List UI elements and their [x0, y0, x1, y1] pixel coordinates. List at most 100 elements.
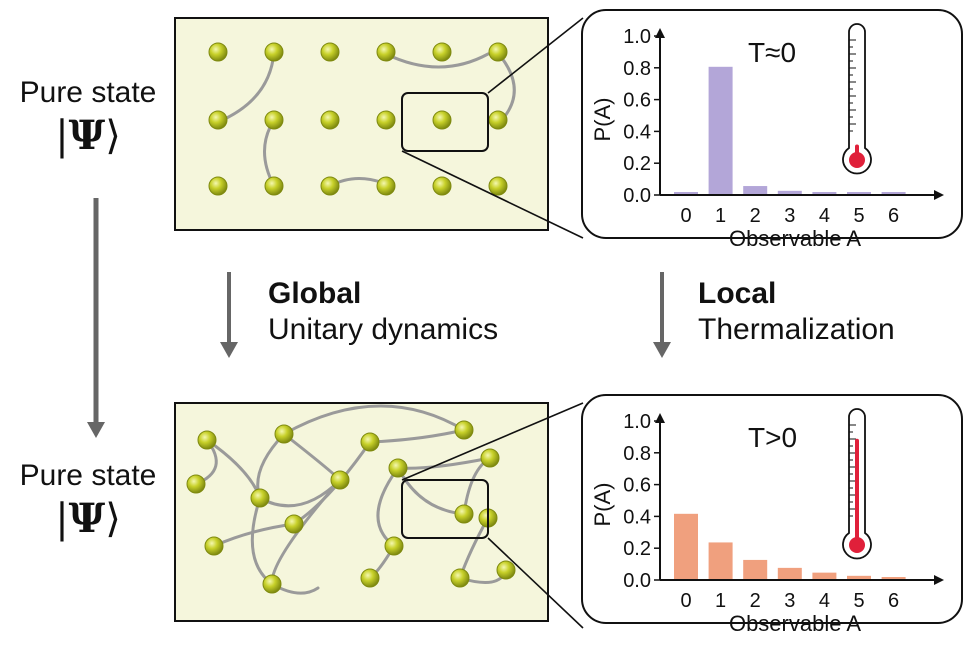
atom: [376, 176, 396, 196]
x-tick-label: 0: [680, 205, 691, 227]
atom: [208, 110, 228, 130]
atom: [488, 110, 508, 130]
atom: [264, 42, 284, 62]
y-tick-label: 1.0: [623, 26, 651, 48]
x-tick-label: 0: [680, 590, 691, 612]
atom: [284, 514, 304, 534]
atom: [264, 176, 284, 196]
atom: [454, 504, 474, 524]
bar-3: [777, 567, 802, 579]
bar-1: [708, 66, 733, 194]
atom: [274, 424, 294, 444]
unitary-dynamics-label: Unitary dynamics: [268, 313, 499, 346]
bar-6: [881, 577, 906, 579]
y-axis-label: P(A): [590, 98, 615, 142]
atom: [320, 42, 340, 62]
atom: [450, 568, 470, 588]
zoom-line: [487, 537, 584, 629]
bar-2: [743, 559, 768, 579]
atom: [320, 176, 340, 196]
atom: [262, 574, 282, 594]
atom: [432, 110, 452, 130]
x-axis-label: Observable A: [729, 226, 861, 251]
x-tick-label: 3: [784, 205, 795, 227]
atom: [208, 176, 228, 196]
zoom-line: [401, 402, 584, 481]
process-arrows: [87, 198, 671, 438]
atom: [376, 42, 396, 62]
temperature-label: T>0: [748, 422, 797, 453]
atom: [186, 474, 206, 494]
atom: [496, 560, 516, 580]
bar-0: [674, 513, 698, 579]
chart-frame: [581, 9, 963, 239]
thermalization-label: Thermalization: [698, 313, 895, 346]
bar-1: [708, 542, 733, 579]
global-dynamics-caption: Global Unitary dynamics: [268, 276, 498, 348]
local-arrow-head: [653, 342, 671, 358]
y-tick-label: 0.8: [623, 443, 651, 465]
ket-close: ⟩: [105, 113, 121, 159]
x-axis-arrowhead: [934, 575, 944, 585]
zoom-line: [487, 17, 584, 94]
y-tick-label: 0.0: [623, 570, 651, 592]
y-tick-label: 0.4: [623, 121, 651, 143]
x-tick-label: 6: [888, 590, 899, 612]
atom: [432, 42, 452, 62]
bottom-zoom-box: [401, 479, 489, 539]
bar-6: [881, 192, 906, 194]
y-tick-label: 0.2: [623, 538, 651, 560]
y-axis-label: P(A): [590, 483, 615, 527]
temperature-label: T≈0: [748, 37, 796, 68]
bond-line: [384, 52, 490, 69]
pure-state-text: Pure state: [19, 76, 157, 109]
psi-ket: |Ψ⟩: [8, 110, 168, 162]
bar-5: [847, 192, 871, 194]
atom: [330, 470, 350, 490]
y-tick-label: 0.6: [623, 90, 651, 112]
x-tick-label: 5: [853, 590, 864, 612]
atom: [264, 110, 284, 130]
local-thermalization-caption: Local Thermalization: [698, 276, 895, 348]
psi-symbol: Ψ: [68, 495, 106, 542]
bar-2: [743, 186, 768, 194]
x-tick-label: 1: [715, 205, 726, 227]
thermometer-bulb: [849, 537, 865, 553]
global-arrow-head: [220, 342, 238, 358]
bond-line: [282, 404, 466, 436]
bar-4: [812, 572, 837, 579]
bar-0: [674, 192, 698, 194]
zoom-line: [401, 150, 584, 239]
y-tick-label: 0.6: [623, 475, 651, 497]
x-axis-arrowhead: [934, 190, 944, 200]
x-tick-label: 2: [750, 590, 761, 612]
y-tick-label: 0.8: [623, 58, 651, 80]
bottom-pure-state-label: Pure state |Ψ⟩: [8, 459, 168, 545]
atom: [480, 448, 500, 468]
bar-3: [777, 190, 802, 194]
lattice-background: [174, 17, 549, 231]
atom: [208, 42, 228, 62]
atom: [454, 420, 474, 440]
x-tick-label: 3: [784, 590, 795, 612]
top-lattice-panel: [174, 17, 549, 231]
x-tick-label: 2: [750, 205, 761, 227]
x-tick-label: 6: [888, 205, 899, 227]
pure-state-text: Pure state: [19, 459, 157, 492]
main-arrow-head: [87, 422, 105, 438]
bar-5: [847, 575, 871, 579]
y-tick-label: 0.4: [623, 506, 651, 528]
x-axis-label: Observable A: [729, 611, 861, 636]
y-tick-label: 1.0: [623, 411, 651, 433]
atom: [388, 458, 408, 478]
top-pure-state-label: Pure state |Ψ⟩: [8, 76, 168, 162]
thermometer-bulb: [849, 152, 865, 168]
global-label: Global: [268, 277, 362, 310]
atom: [376, 110, 396, 130]
psi-symbol: Ψ: [68, 112, 106, 159]
x-tick-label: 1: [715, 590, 726, 612]
top-zoom-box: [401, 92, 489, 152]
atom: [432, 176, 452, 196]
atom: [384, 536, 404, 556]
